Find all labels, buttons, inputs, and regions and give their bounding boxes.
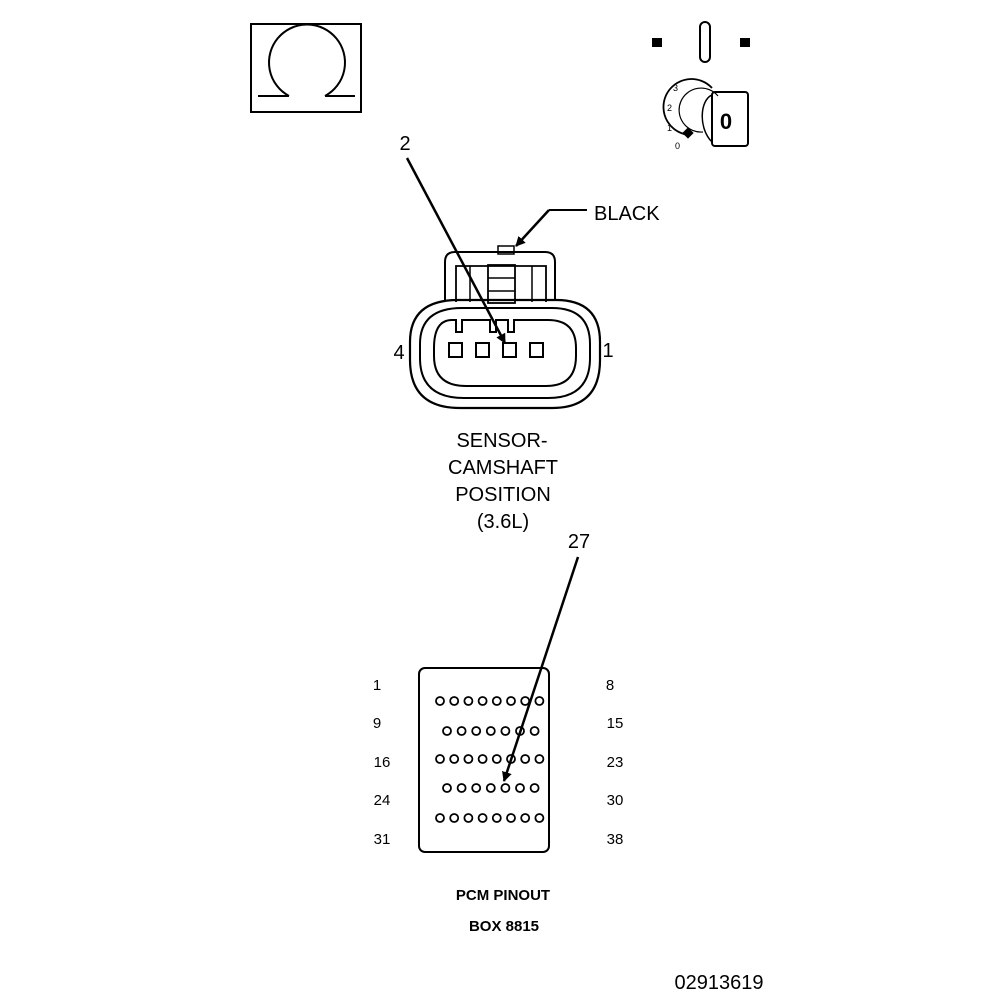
key-slot <box>699 21 711 63</box>
pcm-connector-face <box>418 667 550 853</box>
pcm-pin-cavity <box>529 783 540 793</box>
ohm-meter-icon <box>250 23 362 113</box>
pcm-pin-cavity <box>529 726 540 736</box>
pcm-pin-cavity <box>485 783 496 793</box>
camshaft-sensor-connector: 2 BLACK 4 1 SENSOR- CAMSHAFT POSITION (3… <box>393 133 660 533</box>
key-position-pointer <box>682 127 694 139</box>
ignition-position-3: 3 <box>673 83 678 93</box>
color-callout-arrow <box>515 209 550 247</box>
pcm-pin-cavity <box>500 783 511 793</box>
pcm-pin-cavity <box>515 783 525 793</box>
pcm-row-1-right-label: 8 <box>606 677 614 694</box>
pcm-pin-cavity <box>463 754 474 764</box>
sensor-pin-4-label: 4 <box>393 342 404 364</box>
pcm-pinout-title: PCM PINOUT <box>456 887 550 904</box>
pcm-pin-cavity <box>520 754 531 764</box>
sensor-pin-cavity <box>529 342 544 358</box>
sensor-pin-cavity <box>448 342 463 358</box>
sensor-pin-cavity <box>475 342 490 358</box>
pcm-pin-cavity <box>491 813 502 823</box>
pcm-pin-cavities <box>435 696 545 823</box>
ignition-off-marker-left <box>652 38 662 47</box>
sensor-name-line-3: POSITION <box>455 484 551 506</box>
pcm-pin-cavity <box>463 696 474 706</box>
pcm-pin-cavity <box>534 813 545 823</box>
pcm-row-4-right-label: 30 <box>607 792 624 809</box>
connector-color-label: BLACK <box>594 203 660 225</box>
ignition-off-marker-right <box>740 38 750 47</box>
pcm-pin-cavity <box>477 754 488 764</box>
pcm-row-2-left-label: 9 <box>373 715 381 732</box>
sensor-name-line-2: CAMSHAFT <box>448 457 558 479</box>
pcm-pin-cavity <box>471 726 482 736</box>
pcm-pin-cavity <box>442 726 452 736</box>
pcm-pin-cavity <box>435 813 445 823</box>
pcm-row-5-right-label: 38 <box>607 831 624 848</box>
pcm-pin-cavity <box>456 726 467 736</box>
ignition-position-1: 1 <box>667 123 672 133</box>
pcm-pin-cavity <box>485 726 496 736</box>
pcm-connector: 27 1 9 16 24 31 8 15 23 30 38 PCM PINOUT… <box>373 531 624 935</box>
pcm-pin-cavity <box>500 726 511 736</box>
pcm-pin-cavity <box>506 696 516 706</box>
pcm-pin-cavity <box>491 696 502 706</box>
pcm-row-3-right-label: 23 <box>607 754 624 771</box>
pcm-pin-cavity <box>471 783 482 793</box>
connector-face <box>433 319 577 387</box>
sensor-pin-cavities <box>448 342 544 358</box>
pcm-pin-cavity <box>442 783 452 793</box>
ignition-key-value: 0 <box>720 109 732 134</box>
pcm-pin-cavity <box>534 754 545 764</box>
ignition-switch-key-icon: 3 2 1 0 0 <box>652 21 750 151</box>
pcm-pin-cavity <box>520 696 531 706</box>
key-body <box>711 91 749 147</box>
pcm-pin-cavity <box>520 813 531 823</box>
ignition-position-2: 2 <box>667 103 672 113</box>
pcm-pin-cavity <box>435 754 445 764</box>
sensor-name-line-4: (3.6L) <box>477 511 529 533</box>
sensor-pin-cavity <box>502 342 517 358</box>
sensor-callout-arrow <box>405 157 507 344</box>
sensor-callout-pin-number: 2 <box>399 133 410 155</box>
pcm-callout-arrow <box>502 556 580 782</box>
figure-id: 02913619 <box>675 972 764 994</box>
pcm-row-2-right-label: 15 <box>607 715 624 732</box>
pcm-row-1-left-label: 1 <box>373 677 381 694</box>
pcm-row-4-left-label: 24 <box>374 792 391 809</box>
pcm-pin-cavity <box>491 754 502 764</box>
pcm-callout-pin-number: 27 <box>568 531 590 553</box>
pcm-pin-cavity <box>477 696 488 706</box>
connector-housing-outer <box>408 298 602 410</box>
pcm-pin-cavity <box>435 696 445 706</box>
sensor-name-line-1: SENSOR- <box>456 430 547 452</box>
pcm-row-5-left-label: 31 <box>374 831 391 848</box>
pcm-pin-cavity <box>449 696 460 706</box>
pcm-pin-cavity <box>534 696 545 706</box>
pcm-box-number: BOX 8815 <box>469 918 539 935</box>
pcm-pin-cavity <box>463 813 474 823</box>
pcm-row-3-left-label: 16 <box>374 754 391 771</box>
pcm-pin-cavity <box>477 813 488 823</box>
connector-housing-inner <box>419 307 591 399</box>
sensor-pin-1-label: 1 <box>602 340 613 362</box>
pcm-pin-cavity <box>456 783 467 793</box>
pcm-pin-cavity <box>506 813 516 823</box>
ignition-position-0: 0 <box>675 141 680 151</box>
pcm-pin-cavity <box>449 754 460 764</box>
pcm-pin-cavity <box>449 813 460 823</box>
